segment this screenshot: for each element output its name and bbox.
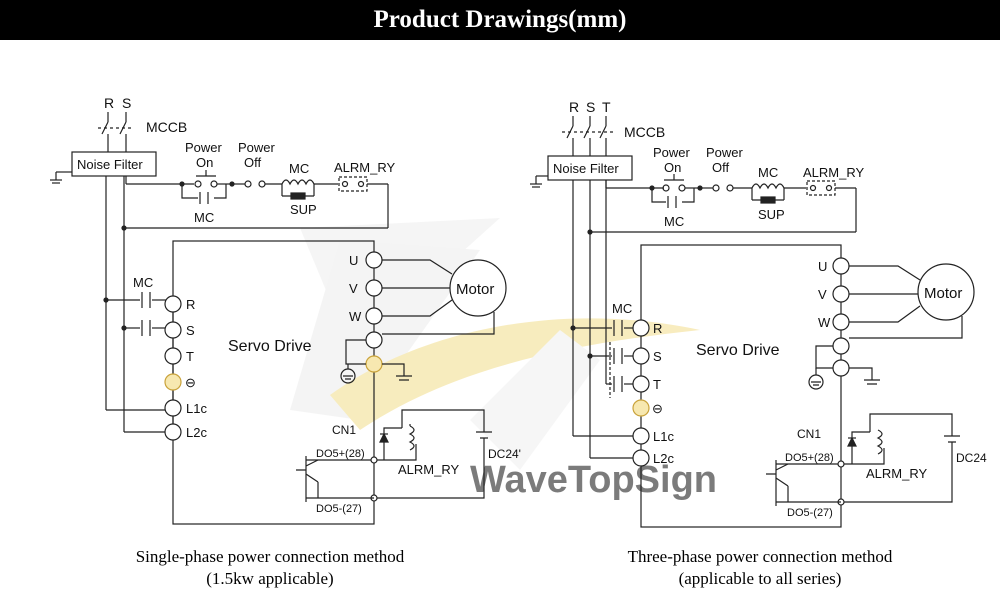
three-phase-diagram: R S T MCCB Noise Filter Power On MC Powe…: [530, 99, 987, 528]
phase-t-label-3p: T: [602, 99, 611, 115]
motor: [449, 259, 507, 317]
terminal-t: T: [186, 349, 194, 364]
mc-hold-label-3p: MC: [664, 214, 684, 229]
terminal-u: U: [349, 253, 358, 268]
mc-hold-label: MC: [194, 210, 214, 225]
noise-filter-label: Noise Filter: [77, 157, 143, 172]
motor-label-3p: Motor: [924, 285, 962, 302]
servo-drive-label-3p: Servo Drive: [696, 342, 780, 359]
noise-filter-label-3p: Noise Filter: [553, 161, 619, 176]
sup-label: SUP: [290, 202, 317, 217]
power-off-label-2-3p: Off: [712, 160, 729, 175]
alrm-ry-label: ALRM_RY: [334, 160, 396, 175]
noise-filter-box: [71, 151, 157, 177]
phase-r-label-3p: R: [569, 99, 579, 115]
dc24-label-3p: DC24: [956, 451, 987, 465]
power-on-label-1-3p: Power: [653, 145, 691, 160]
power-off-label-1: Power: [238, 140, 276, 155]
alrm-ry-out-label-3p: ALRM_RY: [866, 466, 928, 481]
page-title-banner: Product Drawings(mm): [0, 0, 1000, 40]
terminal-s-3p: S: [653, 349, 662, 364]
caption-three-phase-line1: Three-phase power connection method: [627, 547, 893, 566]
motor-3p: [917, 263, 975, 321]
do5-plus-label: DO5+(28): [316, 448, 365, 460]
terminal-s: S: [186, 323, 195, 338]
terminal-l1c-3p: L1c: [653, 429, 674, 444]
phase-s-label: S: [122, 95, 131, 111]
single-phase-diagram: R S MCCB Noise Filter Power On MC Power …: [50, 95, 521, 525]
power-on-label-1: Power: [185, 140, 223, 155]
do5-minus-label: DO5-(27): [316, 503, 362, 515]
terminal-v-3p: V: [818, 287, 827, 302]
left-terminals: [164, 295, 182, 441]
terminal-neg-3p: ⊖: [652, 401, 663, 416]
left-terminals-3p: [632, 319, 650, 467]
terminal-w-3p: W: [818, 315, 831, 330]
caption-three-phase: Three-phase power connection method (app…: [550, 546, 970, 590]
motor-label: Motor: [456, 281, 494, 298]
terminal-w: W: [349, 309, 362, 324]
alrm-ry-out-label: ALRM_RY: [398, 462, 460, 477]
terminal-l1c: L1c: [186, 401, 207, 416]
mccb-label: MCCB: [146, 119, 187, 135]
caption-single-phase-line2: (1.5kw applicable): [206, 569, 334, 588]
page-title: Product Drawings(mm): [373, 6, 627, 33]
do5-plus-label-3p: DO5+(28): [785, 452, 834, 464]
servo-drive-label: Servo Drive: [228, 338, 312, 355]
terminal-l2c: L2c: [186, 425, 207, 440]
terminal-t-3p: T: [653, 377, 661, 392]
watermark-text: WaveTopSign: [470, 459, 717, 501]
mc-coil-label-3p: MC: [758, 165, 778, 180]
output-terminals: [365, 251, 383, 373]
mc-contact-label-3p: MC: [612, 301, 632, 316]
terminal-neg: ⊖: [185, 375, 196, 390]
mc-coil-label: MC: [289, 161, 309, 176]
wiring-diagrams: WaveTopSign R S MCCB Noise Filter Power …: [50, 95, 987, 528]
caption-single-phase: Single-phase power connection method (1.…: [60, 546, 480, 590]
cn1-label-3p: CN1: [797, 427, 821, 441]
power-on-label-2: On: [196, 155, 213, 170]
power-off-label-2: Off: [244, 155, 261, 170]
phase-s-label-3p: S: [586, 99, 595, 115]
terminal-r: R: [186, 297, 195, 312]
mccb-label-3p: MCCB: [624, 124, 665, 140]
phase-r-label: R: [104, 95, 114, 111]
terminal-u-3p: U: [818, 259, 827, 274]
alrm-ry-label-3p: ALRM_RY: [803, 165, 865, 180]
cn1-label: CN1: [332, 423, 356, 437]
terminal-r-3p: R: [653, 321, 662, 336]
terminal-v: V: [349, 281, 358, 296]
caption-single-phase-line1: Single-phase power connection method: [135, 547, 405, 566]
caption-three-phase-line2: (applicable to all series): [678, 569, 842, 588]
sup-label-3p: SUP: [758, 207, 785, 222]
dc24-label: DC24': [488, 447, 521, 461]
do5-minus-label-3p: DO5-(27): [787, 507, 833, 519]
mc-contact-label: MC: [133, 275, 153, 290]
power-on-label-2-3p: On: [664, 160, 681, 175]
power-off-label-1-3p: Power: [706, 145, 744, 160]
terminal-l2c-3p: L2c: [653, 451, 674, 466]
